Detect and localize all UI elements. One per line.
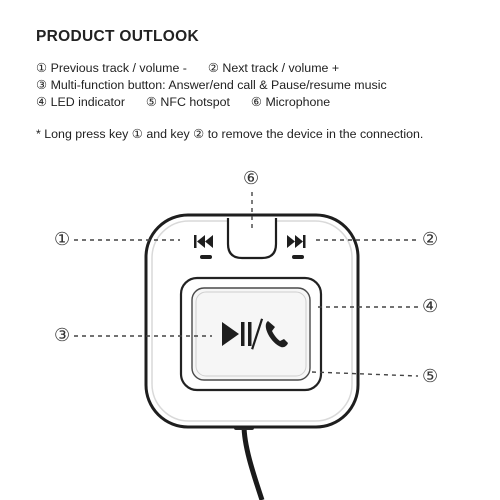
note-key-2: ② (193, 126, 205, 141)
legend-text-2: Next track / volume + (222, 61, 340, 75)
note-key-1: ① (131, 126, 143, 141)
phone-icon (265, 321, 288, 348)
legend-num-4: ④ (36, 94, 48, 109)
legend-row-1: ① Previous track / volume - ② Next track… (36, 60, 339, 75)
device-cable (241, 424, 265, 500)
callout-4: ④ (422, 296, 439, 317)
legend-text-4: LED indicator (50, 95, 125, 109)
legend-num-5: ⑤ (145, 94, 157, 109)
play-pause-icon (222, 318, 264, 350)
legend-text-6: Microphone (265, 95, 331, 109)
callout-2: ② (422, 229, 439, 250)
legend-row-3: ④ LED indicator ⑤ NFC hotspot ⑥ Micropho… (36, 94, 330, 109)
legend-num-3: ③ (36, 77, 48, 92)
leader-line-5 (311, 371, 419, 377)
callout-1: ① (54, 229, 71, 250)
microphone-icon (226, 218, 278, 260)
nfc-hotspot-area (195, 291, 307, 377)
legend-row-2: ③ Multi-function button: Answer/end call… (36, 77, 387, 92)
legend-num-2: ② (207, 60, 219, 75)
legend-num-1: ① (36, 60, 48, 75)
callout-6: ⑥ (243, 168, 260, 189)
legend-text-1: Previous track / volume - (50, 61, 187, 75)
note-middle: and key (146, 127, 190, 141)
note-prefix: * Long press key (36, 127, 129, 141)
led-indicator-right (292, 255, 304, 259)
legend-text-3: Multi-function button: Answer/end call &… (50, 78, 387, 92)
led-indicator-left (200, 255, 212, 259)
previous-track-icon (194, 235, 213, 248)
legend-num-6: ⑥ (250, 94, 262, 109)
next-track-icon (287, 235, 306, 248)
legend-text-5: NFC hotspot (160, 95, 230, 109)
callout-3: ③ (54, 325, 71, 346)
note-suffix: to remove the device in the connection. (207, 127, 424, 141)
long-press-note: * Long press key ① and key ② to remove t… (36, 126, 423, 141)
page-title: PRODUCT OUTLOOK (36, 28, 199, 45)
callout-5: ⑤ (422, 366, 439, 387)
